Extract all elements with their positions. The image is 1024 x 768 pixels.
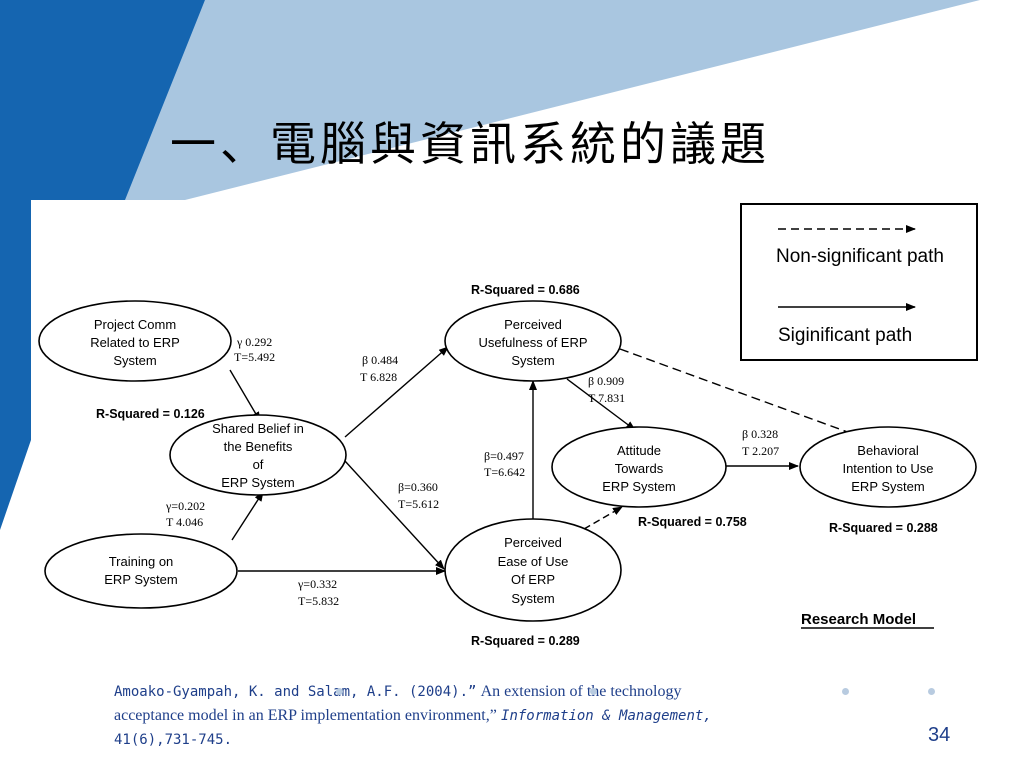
node-training: Training on ERP System [44,533,238,609]
path-usefulness-to-attitude [566,378,636,431]
path-coefficients: γ 0.292 T=5.492 γ=0.202 T 4.046 β 0.484 … [165,335,779,608]
node-text: System [113,353,156,368]
node-ellipse [444,300,622,382]
t-attitude-intention: T 2.207 [742,444,779,458]
page-number: 34 [928,724,951,746]
node-attitude: Attitude Towards ERP System [551,426,727,508]
coef-ease-usefulness: β=0.497 [484,449,524,463]
node-text: ERP System [602,479,675,494]
node-text: Intention to Use [842,461,933,476]
node-ellipse [44,533,238,609]
node-text: Related to ERP [90,335,180,350]
r-squared-shared-belief: R-Squared = 0.126 [96,407,205,421]
node-usefulness: Perceived Usefulness of ERP System [444,300,622,382]
coef-belief-ease: β=0.360 [398,480,438,494]
node-text: Ease of Use [498,554,569,569]
paths [229,346,865,575]
node-text: ERP System [104,572,177,587]
node-text: Behavioral [857,443,919,458]
node-text: Perceived [504,535,562,550]
t-training-belief: T 4.046 [166,515,203,529]
t-usefulness-attitude: T 7.831 [588,391,625,405]
node-shared-belief: Shared Belief in the Benefits of ERP Sys… [169,414,347,496]
node-text: ERP System [851,479,924,494]
r-squared-ease: R-Squared = 0.289 [471,634,580,648]
r-squared-attitude: R-Squared = 0.758 [638,515,747,529]
decorative-dot [928,688,935,695]
decorative-dot [590,688,597,695]
t-belief-usefulness: T 6.828 [360,370,397,384]
path-shared-belief-to-usefulness [344,346,449,438]
coef-usefulness-attitude: β 0.909 [588,374,624,388]
path-ease-to-attitude [583,506,623,530]
coef-belief-usefulness: β 0.484 [362,353,398,367]
node-ellipse [551,426,727,508]
legend-non-significant-label: Non-significant path [776,246,944,267]
r-squared-usefulness: R-Squared = 0.686 [471,283,580,297]
t-training-ease: T=5.832 [298,594,339,608]
node-intention: Behavioral Intention to Use ERP System [799,426,977,508]
dark-blue-band [0,0,205,200]
decorative-dot [842,688,849,695]
node-ellipse [444,518,622,622]
legend-significant-label: Siginificant path [778,325,912,346]
slide-title: 一、電腦與資訊系統的議題 [170,117,770,171]
node-ease: Perceived Ease of Use Of ERP System [444,518,622,622]
node-text: Perceived [504,317,562,332]
citation-volume: 41(6),731-745. [114,732,233,748]
t-belief-ease: T=5.612 [398,497,439,511]
path-usefulness-to-intention [619,348,865,439]
legend-box [740,203,978,361]
node-text: of [253,457,264,472]
path-shared-belief-to-ease [344,460,445,570]
citation-authors: Amoako-Gyampah, K. and Salam, A.F. (2004… [114,684,477,700]
node-text: Towards [615,461,664,476]
node-text: ERP System [221,475,294,490]
node-text: Of ERP [511,572,555,587]
decorative-dot [336,688,343,695]
node-text: Usefulness of ERP [478,335,587,350]
node-text: Shared Belief in [212,421,304,436]
path-project-comm-to-shared-belief [229,369,261,422]
node-text: Training on [109,554,174,569]
citation-title-part2: acceptance model in an ERP implementatio… [114,707,497,724]
coef-training-ease: γ=0.332 [297,577,337,591]
r-squared-intention: R-Squared = 0.288 [829,521,938,535]
node-text: System [511,353,554,368]
coef-attitude-intention: β 0.328 [742,427,778,441]
t-ease-usefulness: T=6.642 [484,465,525,479]
research-model-caption: Research Model [801,611,916,628]
citation: Amoako-Gyampah, K. and Salam, A.F. (2004… [114,680,874,752]
t-project-comm: T=5.492 [234,350,275,364]
node-ellipse [799,426,977,508]
light-blue-band [120,0,980,200]
node-ellipse [169,414,347,496]
node-project-comm: Project Comm Related to ERP System [38,300,232,382]
citation-title-part1: An extension of the technology [480,683,682,700]
node-text: the Benefits [224,439,293,454]
node-ellipse [38,300,232,382]
node-text: System [511,591,554,606]
coef-training-belief: γ=0.202 [165,499,205,513]
path-training-to-shared-belief [231,491,264,541]
coef-project-comm: γ 0.292 [236,335,272,349]
node-text: Project Comm [94,317,176,332]
node-text: Attitude [617,443,661,458]
citation-journal: Information & Management, [501,708,712,724]
dark-blue-edge [0,200,31,530]
legend: Non-significant path Siginificant path [740,203,978,361]
